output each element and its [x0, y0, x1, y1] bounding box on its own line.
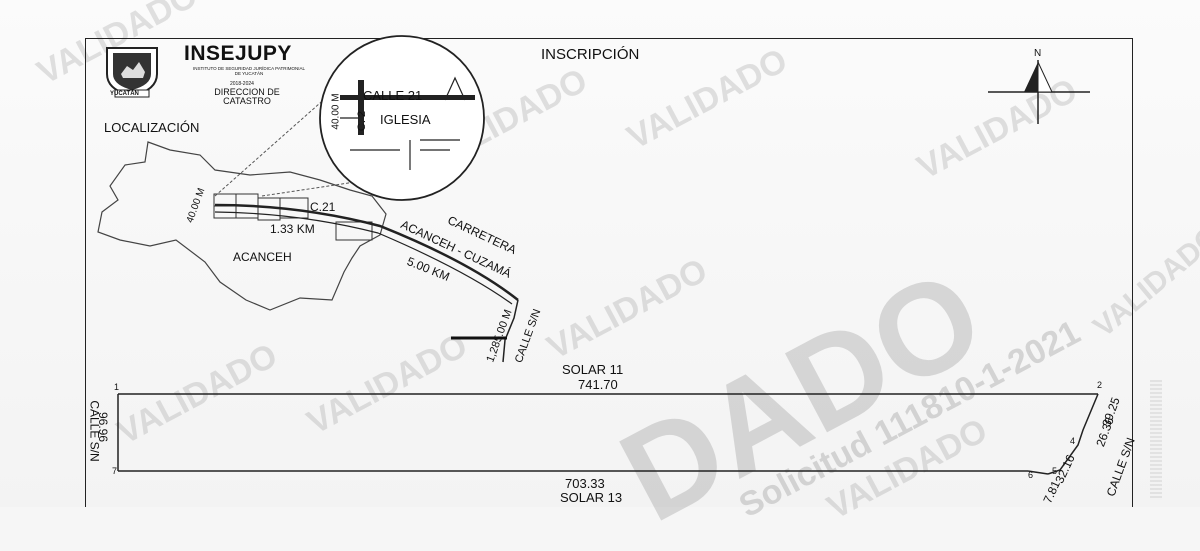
top-length-label: 741.70	[578, 377, 618, 392]
label-dist-133km: 1.33 KM	[270, 222, 315, 236]
vertex-5: 5	[1052, 466, 1058, 476]
town-outline	[97, 141, 387, 311]
side-stamp-strip	[1150, 380, 1162, 500]
bottom-length-label: 703.33	[565, 476, 605, 491]
label-street-c21: C.21	[310, 200, 336, 214]
inset-label-c2: C. 2	[356, 110, 369, 132]
brand-years: 2018-2024	[230, 81, 254, 87]
brand-name: INSEJUPY	[184, 42, 292, 65]
location-heading: LOCALIZACIÓN	[104, 120, 200, 135]
seal-caption: YUCATÁN	[110, 91, 139, 97]
government-seal	[103, 44, 161, 98]
vertex-2: 2	[1097, 380, 1103, 390]
plot-polygon	[117, 393, 1099, 475]
inset-magnifier	[319, 35, 485, 201]
department-name: DIRECCION DE CATASTRO	[214, 87, 280, 106]
top-neighbor-label: SOLAR 11	[562, 362, 624, 377]
inset-label-church: IGLESIA	[380, 112, 431, 127]
brand-subtitle: INSTITUTO DE SEGURIDAD JURÍDICA PATRIMON…	[192, 66, 305, 76]
seal-icon	[106, 47, 158, 98]
left-street-label: CALLE S/N	[87, 400, 102, 462]
label-town: ACANCEH	[233, 250, 292, 264]
vertex-1: 1	[114, 382, 120, 392]
vertex-4: 4	[1070, 436, 1076, 446]
bottom-neighbor-label: SOLAR 13	[560, 490, 623, 505]
inset-label-40m: 40.00 M	[330, 93, 342, 130]
drawing-frame	[85, 38, 1133, 507]
north-arrow-icon	[988, 60, 1090, 124]
vertex-6: 6	[1028, 470, 1034, 480]
page-title: INSCRIPCIÓN	[541, 46, 640, 63]
drawing-layer	[97, 35, 1099, 475]
north-label: N	[1034, 48, 1042, 59]
vertex-7: 7	[112, 466, 118, 476]
inset-label-calle21: CALLE 21	[363, 88, 423, 103]
